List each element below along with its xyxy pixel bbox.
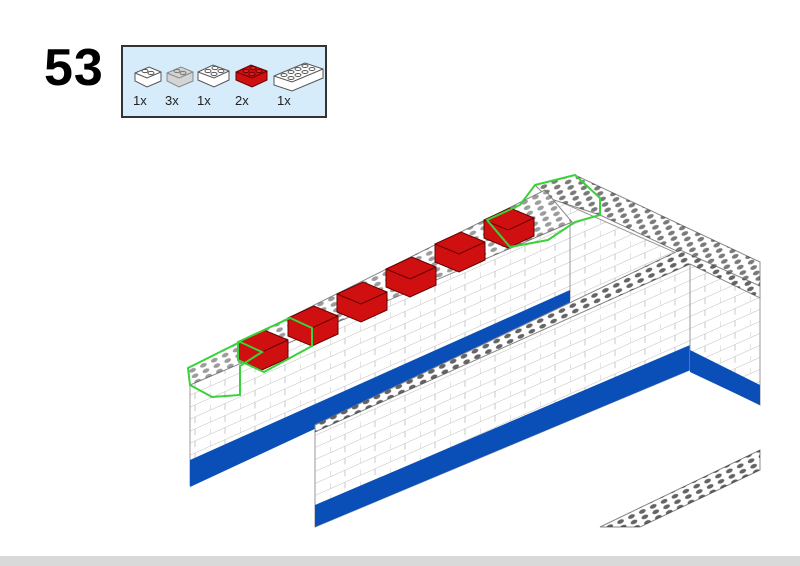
part-brick-1x2-trans-clear: 3x [163,59,203,109]
page-footer-bar [0,556,800,566]
brick-1x2-icon [134,66,162,88]
new-part-highlights [186,173,601,399]
parts-list: 1x 3x 1x 2x 1x [121,45,327,118]
part-qty: 2x [235,93,249,108]
part-brick-2x2-red: 2x [233,59,273,109]
brick-2x4-icon [273,62,324,92]
part-qty: 3x [165,93,179,108]
foreground-wall [599,449,761,528]
part-qty: 1x [197,93,211,108]
step-number: 53 [44,39,104,97]
part-brick-2x4-white: 1x [271,59,327,109]
back-wall [187,189,573,487]
brick-2x2-icon [197,64,230,88]
part-qty: 1x [133,93,147,108]
brick-1x2-icon [166,66,194,88]
part-brick-1x2-white: 1x [131,59,171,109]
red-bricks [237,207,535,371]
front-wall [314,249,761,528]
part-brick-2x2-white: 1x [195,59,235,109]
brick-2x2-icon [235,64,268,88]
part-qty: 1x [277,93,291,108]
